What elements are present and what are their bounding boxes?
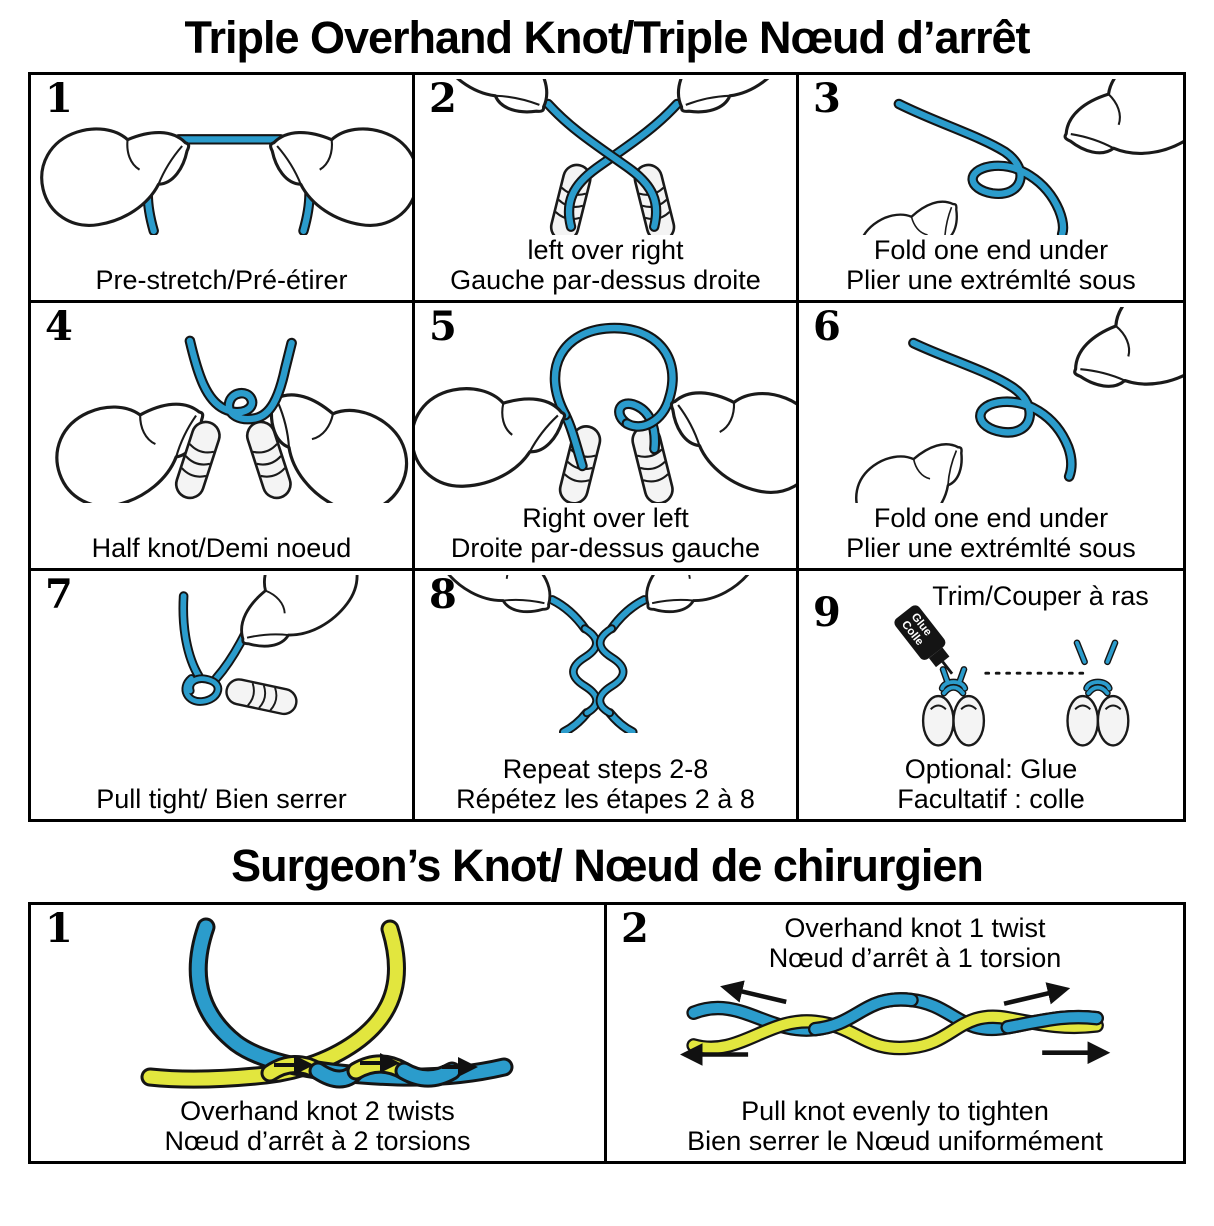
caption-line: Gauche par-dessus droite	[450, 264, 761, 295]
hand-icon	[616, 575, 782, 642]
caption-line: Right over left	[522, 502, 689, 533]
knot-instruction-sheet: Triple Overhand Knot/Triple Nœud d’arrêt…	[0, 12, 1214, 1164]
step-8-illustration	[423, 575, 782, 733]
step-caption: Pre-stretch/Pré-étirer	[35, 265, 408, 295]
step-caption: Repeat steps 2-8 Répétez les étapes 2 à …	[419, 754, 792, 814]
caption-line: Overhand knot 1 twist	[784, 913, 1046, 943]
step-caption: Fold one end under Plier une extrémlté s…	[803, 235, 1179, 295]
caption-line: Optional: Glue	[904, 753, 1078, 784]
step-4-illustration	[39, 335, 412, 503]
caption-line: Overhand knot 2 twists	[180, 1095, 455, 1126]
surgeon-cell-2: 2 Overhand knot 1 twist Nœud d’arrêt à 1…	[607, 905, 1183, 1161]
caption-line: Fold one end under	[873, 502, 1109, 533]
step-cell-8: 8 Repeat steps 2-8 Répétez les étapes 2	[415, 571, 799, 819]
step-cell-5: 5 Right over left Droite par-dessus gauc…	[415, 303, 799, 571]
caption-line: Pull knot evenly to tighten	[741, 1095, 1049, 1126]
step-5-illustration	[415, 322, 796, 503]
step-number: 5	[429, 303, 457, 350]
caption-line: left over right	[527, 234, 684, 265]
step-top-caption: Overhand knot 1 twist Nœud d’arrêt à 1 t…	[657, 913, 1173, 973]
cord	[908, 337, 1077, 482]
caption-line: Bien serrer le Nœud uniformément	[687, 1125, 1103, 1156]
finger-icon	[222, 675, 300, 718]
step-1-illustration	[31, 98, 412, 235]
caption-line: Répétez les étapes 2 à 8	[456, 783, 755, 814]
title-triple-overhand: Triple Overhand Knot/Triple Nœud d’arrêt	[184, 12, 1030, 63]
step-7-illustration	[178, 575, 377, 718]
step-caption: Overhand knot 2 twists Nœud d’arrêt à 2 …	[35, 1096, 600, 1156]
step-caption: Fold one end under Plier une extrémlté s…	[803, 503, 1179, 563]
hand-icon	[1046, 79, 1183, 185]
step-number: 2	[429, 75, 457, 122]
fingertips-icon	[1065, 694, 1129, 747]
cord	[893, 98, 1069, 235]
hand-icon	[843, 176, 980, 235]
caption-line: Repeat steps 2-8	[502, 753, 709, 784]
fingertips-icon	[921, 694, 985, 747]
step-cell-1: 1 Pre-stretch/Pré-étirer	[31, 75, 415, 303]
trim-label: Trim/Couper à ras	[932, 581, 1149, 611]
step-number: 1	[45, 75, 73, 122]
caption-line: Plier une extrémlté sous	[846, 532, 1136, 563]
caption-line: Droite par-dessus gauche	[450, 532, 761, 563]
surgeon-cell-1: 1	[31, 905, 607, 1161]
knot-left	[938, 666, 968, 697]
cord	[547, 595, 649, 733]
cord	[178, 591, 265, 706]
surgeons-knot-grid: 1	[28, 902, 1186, 1164]
hand-icon	[840, 416, 986, 503]
caption-line: Facultatif : colle	[897, 783, 1085, 814]
step-number: 9	[813, 589, 841, 636]
title-surgeons-knot: Surgeon’s Knot/ Nœud de chirurgien	[231, 840, 984, 891]
step-number: 2	[621, 905, 649, 952]
surgeon-1-illustration	[140, 917, 513, 1089]
caption-line: Nœud d’arrêt à 2 torsions	[164, 1125, 471, 1156]
step-number: 6	[813, 303, 841, 350]
step-cell-4: 4 Half knot/Demi noeud	[31, 303, 415, 571]
step-number: 8	[429, 571, 457, 618]
step-cell-2: 2 left over right Gauche par-dessus droi…	[415, 75, 799, 303]
caption-line: Half knot/Demi noeud	[91, 532, 352, 563]
caption-line: Pre-stretch/Pré-étirer	[95, 264, 348, 295]
direction-arrows	[273, 1053, 478, 1077]
hand-icon	[211, 575, 377, 677]
step-number: 3	[813, 75, 841, 122]
hand-icon	[1052, 307, 1183, 420]
cord	[184, 335, 297, 425]
twist-overlaps	[807, 992, 1104, 1037]
caption-line: Nœud d’arrêt à 1 torsion	[768, 943, 1062, 974]
surgeon-2-illustration	[679, 980, 1111, 1066]
triple-overhand-grid: 1 Pre-stretch/Pré-étirer 2	[28, 72, 1186, 822]
caption-line: Pull tight/ Bien serrer	[96, 783, 347, 814]
step-2-illustration	[415, 79, 796, 235]
step-cell-7: 7 Pull tight/ Bien serrer	[31, 571, 415, 819]
step-caption: Pull knot evenly to tighten Bien serrer …	[611, 1096, 1179, 1156]
step-cell-9: 9 Trim/Couper à ras Glue Colle	[799, 571, 1183, 819]
caption-line: Plier une extrémlté sous	[846, 264, 1136, 295]
cord	[542, 98, 683, 232]
cord	[549, 322, 678, 472]
knot-right	[1073, 639, 1118, 697]
step-caption: Pull tight/ Bien serrer	[35, 784, 408, 814]
step-caption: Half knot/Demi noeud	[35, 533, 408, 563]
step-number: 7	[45, 571, 73, 618]
caption-line: Fold one end under	[873, 234, 1109, 265]
step-cell-3: 3 Fold one end under Plier une extrémlté…	[799, 75, 1183, 303]
pull-arrows	[679, 980, 1111, 1066]
step-9-illustration: Glue Colle	[893, 605, 1129, 747]
step-caption: left over right Gauche par-dessus droite	[419, 235, 792, 295]
step-caption: Optional: Glue Facultatif : colle	[803, 754, 1179, 814]
step-number: 4	[45, 303, 73, 350]
step-6-illustration	[840, 307, 1183, 503]
glue-bottle-icon: Glue Colle	[893, 605, 953, 675]
step-cell-6: 6 Fold one end under Plier une extrémlté…	[799, 303, 1183, 571]
step-3-illustration	[843, 79, 1183, 235]
hand-icon	[254, 98, 412, 235]
step-number: 1	[45, 905, 73, 952]
step-caption: Right over left Droite par-dessus gauche	[419, 503, 792, 563]
